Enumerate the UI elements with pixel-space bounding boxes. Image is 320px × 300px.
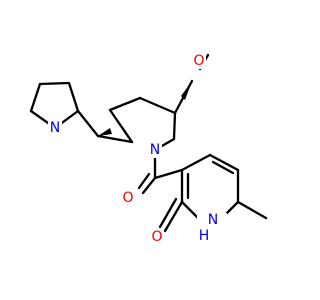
bond	[29, 82, 42, 113]
pyridinone-nitrogen-hydrogen-label: H	[199, 228, 210, 244]
bond	[141, 176, 157, 195]
bond	[153, 168, 184, 180]
bond	[38, 81, 71, 86]
bond	[163, 200, 184, 233]
carbonyl-oxygen-label: O	[122, 190, 133, 206]
bond	[76, 109, 100, 138]
stereo-wedge-bond	[98, 128, 112, 136]
bond	[236, 200, 268, 220]
methoxy-oxygen-label: O	[193, 53, 204, 69]
bond	[108, 108, 134, 144]
bond	[96, 134, 134, 144]
pyridinone-ring	[180, 153, 240, 222]
bond	[180, 153, 212, 172]
bond	[158, 197, 178, 229]
pyrrolidine-nitrogen-label: N	[50, 120, 60, 136]
amide-nitrogen-label: N	[150, 142, 160, 158]
atom-labels: O N N O O H N	[48, 53, 227, 245]
stereo-wedge-bond	[181, 81, 192, 100]
bond	[137, 172, 151, 190]
bond	[138, 96, 177, 115]
pyridinone-nitrogen-label: N	[208, 212, 218, 228]
bond	[211, 160, 235, 175]
molecule-structure: O N N O O H N	[29, 53, 268, 245]
bond	[208, 153, 240, 172]
methoxy-pyrrolidine-ring	[108, 96, 177, 152]
pyridinone-oxygen-label: O	[151, 229, 162, 245]
bond	[67, 81, 80, 113]
bond	[172, 111, 177, 141]
bond	[108, 96, 142, 112]
